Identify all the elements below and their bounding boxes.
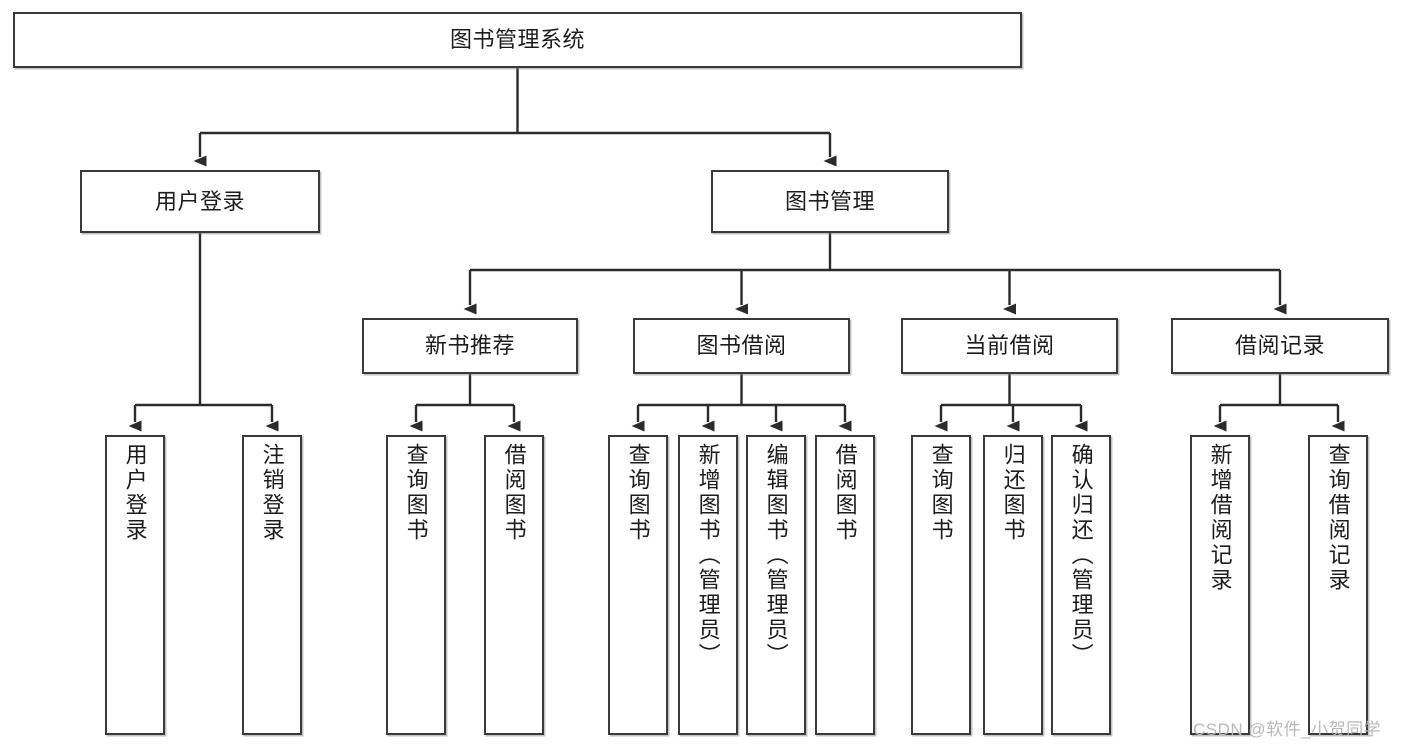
node-label: 用户登录 <box>154 188 245 214</box>
leaf-borrow-book-1[interactable]: 借阅图书 <box>484 435 544 735</box>
node-label: 确认归还（管理员） <box>1068 443 1094 668</box>
leaf-add-book-admin[interactable]: 新增图书（管理员） <box>678 435 738 735</box>
node-label: 用户登录 <box>122 443 148 543</box>
leaf-confirm-return-admin[interactable]: 确认归还（管理员） <box>1051 435 1111 735</box>
node-new-book-recommend[interactable]: 新书推荐 <box>362 318 578 374</box>
node-borrow-record[interactable]: 借阅记录 <box>1171 318 1389 374</box>
leaf-logout[interactable]: 注销登录 <box>242 435 302 735</box>
node-label: 借阅图书 <box>832 443 858 543</box>
node-label: 图书管理系统 <box>449 27 585 53</box>
node-root[interactable]: 图书管理系统 <box>13 12 1022 68</box>
node-book-manage[interactable]: 图书管理 <box>711 170 949 233</box>
node-label: 查询借阅记录 <box>1325 443 1351 593</box>
csdn-watermark: CSDN @软件_小贺同学 <box>1193 720 1382 739</box>
node-label: 图书管理 <box>784 188 875 214</box>
node-label: 新增借阅记录 <box>1207 443 1233 593</box>
node-label: 查询图书 <box>403 443 429 543</box>
node-label: 编辑图书（管理员） <box>763 443 789 668</box>
leaf-add-borrow-record[interactable]: 新增借阅记录 <box>1190 435 1250 735</box>
node-label: 注销登录 <box>259 443 285 543</box>
node-label: 当前借阅 <box>964 333 1055 359</box>
leaf-borrow-book-2[interactable]: 借阅图书 <box>815 435 875 735</box>
leaf-query-borrow-record[interactable]: 查询借阅记录 <box>1308 435 1368 735</box>
node-label: 借阅记录 <box>1234 333 1325 359</box>
node-current-borrow[interactable]: 当前借阅 <box>901 318 1118 374</box>
leaf-query-book-2[interactable]: 查询图书 <box>608 435 668 735</box>
leaf-user-login[interactable]: 用户登录 <box>105 435 165 735</box>
node-label: 新增图书（管理员） <box>695 443 721 668</box>
leaf-edit-book-admin[interactable]: 编辑图书（管理员） <box>746 435 806 735</box>
node-label: 查询图书 <box>625 443 651 543</box>
node-label: 归还图书 <box>1000 443 1026 543</box>
leaf-query-book-3[interactable]: 查询图书 <box>911 435 971 735</box>
node-label: 新书推荐 <box>424 333 515 359</box>
leaf-return-book[interactable]: 归还图书 <box>983 435 1043 735</box>
node-book-borrow[interactable]: 图书借阅 <box>633 318 850 374</box>
node-label: 借阅图书 <box>501 443 527 543</box>
node-label: 查询图书 <box>928 443 954 543</box>
node-user-login[interactable]: 用户登录 <box>80 170 320 233</box>
leaf-query-book-1[interactable]: 查询图书 <box>386 435 446 735</box>
node-label: 图书借阅 <box>696 333 787 359</box>
